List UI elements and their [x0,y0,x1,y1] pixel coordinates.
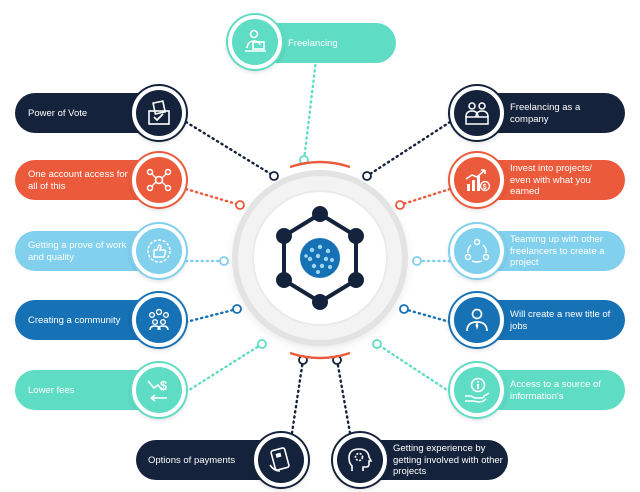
node-icon-circle [132,293,186,347]
node-label: Freelancing [288,38,338,49]
connector-line [184,120,276,178]
node-icon-circle [450,86,504,140]
node-label: Freelancing as a company [510,102,581,125]
svg-text:$: $ [160,378,168,393]
connector-dot [395,200,405,210]
node-icon-circle [450,224,504,278]
hub-accent-arc [289,160,351,169]
ballot-box-icon [148,100,170,125]
thumbs-up-badge-icon [147,239,171,263]
node-label: One account access for all of this [28,169,128,192]
node-label: Invest into projects/ even with what you… [510,163,592,197]
connected-users-icon [146,168,172,192]
dollar-down-arrow-icon: $ [147,378,168,402]
connector-dot [362,171,372,181]
node-icon-bg [258,437,304,483]
connector-dot [257,339,267,349]
node-icon-circle [254,433,308,487]
connector-line [290,358,305,435]
node-label: Getting experience by getting involved w… [393,443,503,477]
connector-dot [219,256,229,266]
hub-accent-arc [289,351,351,360]
community-people-icon [148,308,170,331]
node-icon-bg [454,297,500,343]
card-payment-icon [269,447,290,472]
connector-dot [235,200,245,210]
svg-text:$: $ [483,184,487,191]
node-label: Teaming up with other freelancers to cre… [510,234,605,268]
job-person-icon [466,308,488,332]
node-icon-bg [454,228,500,274]
team-cycle-icon [464,238,490,263]
person-laptop-icon [245,29,266,52]
connector-dot [372,339,382,349]
node-icon-bg [136,297,182,343]
connector-line [402,307,452,324]
head-gear-icon [348,448,373,471]
connector-dot [399,304,409,314]
connector-line [335,358,352,435]
node-icon-circle [450,293,504,347]
node-icon-circle [333,433,387,487]
connector-line [398,187,452,207]
info-hand-icon [465,377,490,403]
network-hexagon-icon [276,206,364,310]
connector-dot [412,256,422,266]
node-icon-bg [454,367,500,413]
growth-chart-dollar-icon: $ [465,169,491,192]
connector-dot [269,171,279,181]
connector-line [365,120,452,178]
node-icon-bg [136,228,182,274]
node-icon-circle [450,363,504,417]
node-icon-circle [132,153,186,207]
node-icon-bg [136,367,182,413]
node-icon-circle: $ [132,363,186,417]
node-label: Getting a prove of work and quality [28,240,127,263]
node-icon-bg [136,157,182,203]
node-icon-circle [132,224,186,278]
node-icon-circle: $ [450,153,504,207]
node-label: Will create a new title of jobs [510,309,611,332]
connector-dot [232,304,242,314]
node-label: Options of payments [148,455,236,466]
office-team-icon [465,102,489,125]
connector-line [184,307,239,324]
node-label: Creating a community [28,315,121,326]
node-label: Access to a source of information's [510,379,601,402]
node-label: Lower fees [28,385,75,396]
node-icon-circle [132,86,186,140]
node-label: Power of Vote [28,108,88,119]
connector-line [302,58,318,162]
node-icon-circle [228,15,282,69]
connector-line [184,342,264,394]
connector-line [375,342,452,394]
connector-line [184,187,242,207]
